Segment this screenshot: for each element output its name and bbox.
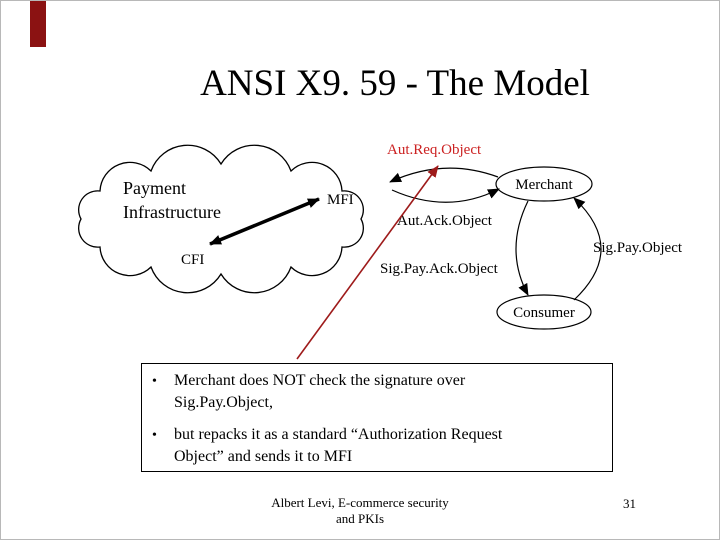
mfi-label: MFI <box>327 192 354 208</box>
consumer-node <box>496 294 592 330</box>
red-callout-arrow <box>296 165 439 360</box>
merchant-node <box>495 166 593 202</box>
bullet-line: Sig.Pay.Object, <box>174 394 273 411</box>
cloud-label-line1: Payment <box>123 178 186 198</box>
bullet-marker: • <box>152 374 157 389</box>
bullet-text: Merchant does NOT check the signature ov… <box>174 370 465 414</box>
footer-credit-line1: Albert Levi, E-commerce security <box>271 495 449 510</box>
sig-pay-arrow <box>573 197 602 301</box>
merchant-label: Merchant <box>515 177 573 193</box>
cfi-label: CFI <box>181 252 204 268</box>
cloud-label-line2: Infrastructure <box>123 202 221 222</box>
aut-ack-arrow <box>391 188 500 203</box>
consumer-label: Consumer <box>513 305 575 321</box>
bullet-line: Merchant does NOT check the signature ov… <box>174 372 466 389</box>
cfi-mfi-double-arrow <box>209 197 320 246</box>
page-number: 31 <box>623 496 636 511</box>
notes-box: • Merchant does NOT check the signature … <box>141 363 613 472</box>
bullet-marker: • <box>152 428 157 443</box>
sig-pay-ack-arrow <box>515 200 529 296</box>
aut-req-object-label: Aut.Req.Object <box>387 142 482 158</box>
aut-req-arrow <box>389 167 499 183</box>
bullet-line: but repacks it as a standard “Authorizat… <box>174 426 503 443</box>
accent-bar <box>30 1 46 47</box>
bullet-line: Object” and sends it to MFI <box>174 448 353 465</box>
bullet-item: • Merchant does NOT check the signature … <box>152 370 604 414</box>
payment-cloud-shape <box>78 144 364 294</box>
sig-pay-ack-object-label: Sig.Pay.Ack.Object <box>380 261 499 277</box>
footer-credit-line2: and PKIs <box>335 511 385 526</box>
footer-credit: Albert Levi, E-commerce security and PKI… <box>1 495 719 527</box>
sig-pay-object-label: Sig.Pay.Object <box>593 240 683 256</box>
bullet-text: but repacks it as a standard “Authorizat… <box>174 424 502 468</box>
bullet-item: • but repacks it as a standard “Authoriz… <box>152 424 604 468</box>
slide-title: ANSI X9. 59 - The Model <box>200 63 590 104</box>
aut-ack-object-label: Aut.Ack.Object <box>397 213 493 229</box>
